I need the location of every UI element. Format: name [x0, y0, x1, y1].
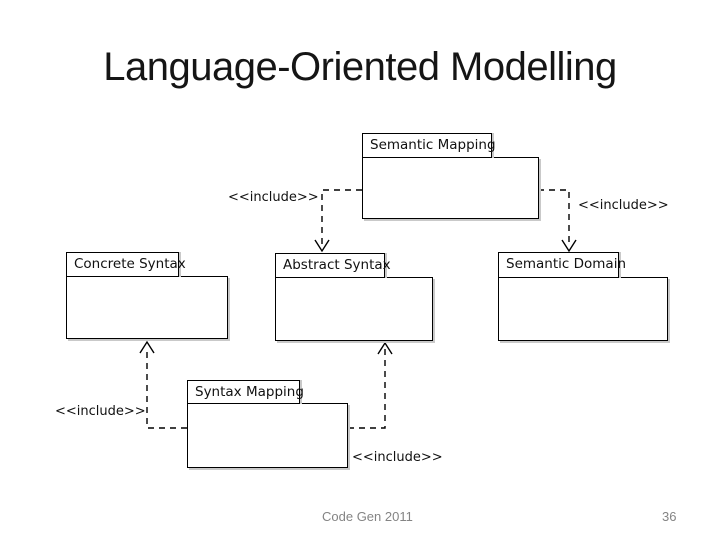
include-label-top-left: <<include>> [228, 190, 319, 205]
include-label-top-right: <<include>> [578, 198, 669, 213]
footer-text: Code Gen 2011 [322, 509, 413, 524]
package-label: Semantic Domain [506, 256, 626, 272]
package-tab-semantic-domain: Semantic Domain [498, 252, 626, 278]
package-tab-semantic-mapping: Semantic Mapping [362, 133, 496, 158]
package-tab-syntax-mapping: Syntax Mapping [187, 380, 304, 404]
package-label: Syntax Mapping [195, 384, 304, 400]
package-label: Abstract Syntax [283, 257, 391, 273]
slide-title: Language-Oriented Modelling [103, 45, 617, 89]
package-body-abstract-syntax [275, 277, 433, 341]
package-body-semantic-mapping [362, 157, 539, 219]
package-label: Semantic Mapping [370, 137, 496, 153]
package-body-concrete-syntax [66, 276, 228, 339]
package-label: Concrete Syntax [74, 256, 186, 272]
include-label-bottom-left: <<include>> [55, 404, 146, 419]
package-body-syntax-mapping [187, 403, 348, 468]
page-number: 36 [662, 509, 677, 524]
package-tab-concrete-syntax: Concrete Syntax [66, 252, 186, 277]
package-body-semantic-domain [498, 277, 668, 341]
package-tab-abstract-syntax: Abstract Syntax [275, 253, 391, 278]
include-label-bottom-right: <<include>> [352, 450, 443, 465]
